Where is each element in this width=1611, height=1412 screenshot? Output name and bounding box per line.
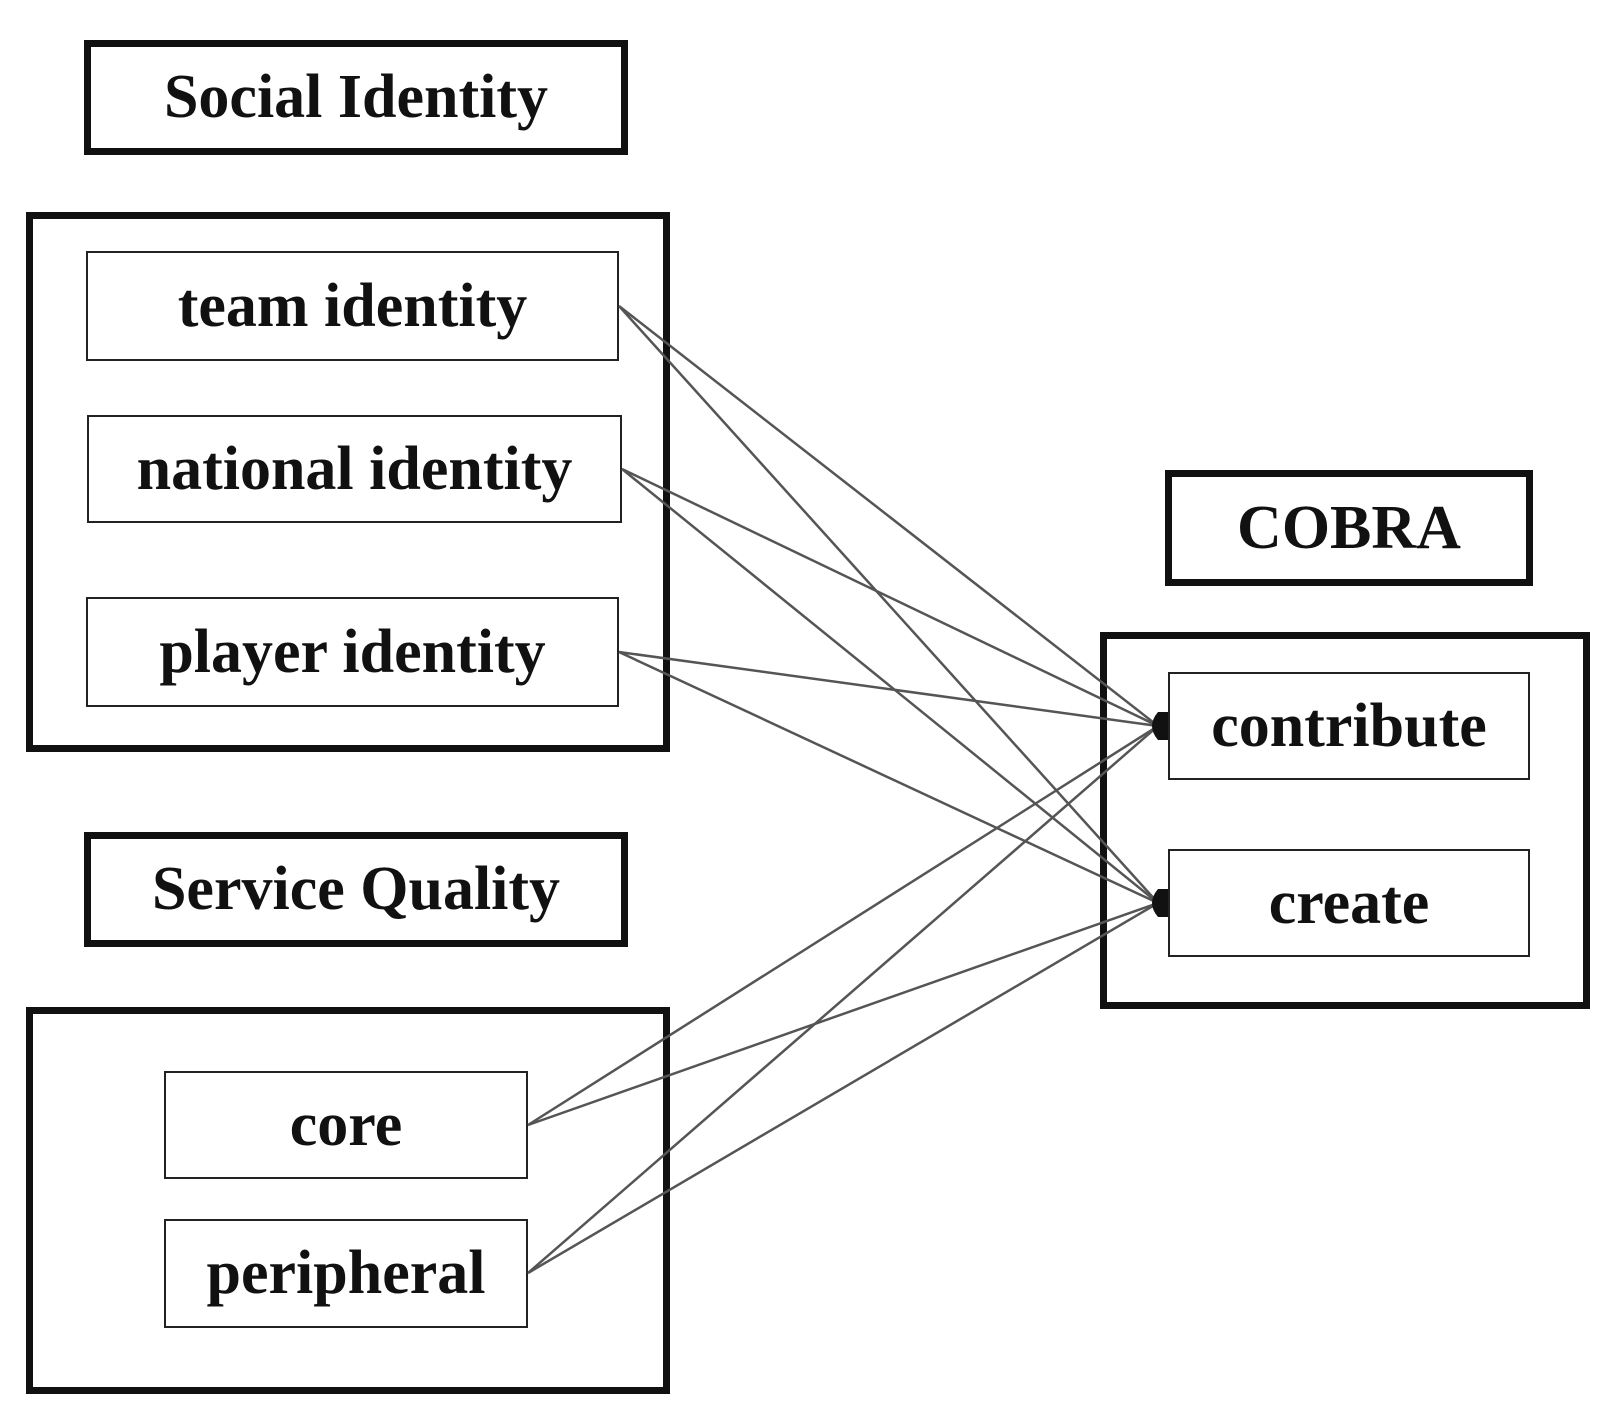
player-identity-node: player identity (86, 597, 619, 707)
team-identity-node: team identity (86, 251, 619, 361)
service-quality-heading: Service Quality (84, 832, 628, 947)
link-team-contribute (618, 305, 1159, 727)
create-node: create (1168, 849, 1530, 957)
core-node: core (164, 1071, 528, 1179)
cobra-heading: COBRA (1165, 470, 1533, 586)
link-player-create (618, 650, 1159, 905)
peripheral-node: peripheral (164, 1219, 528, 1328)
service-quality-group (26, 1007, 670, 1394)
link-national-contribute (621, 467, 1159, 728)
link-player-contribute (618, 650, 1159, 728)
contribute-node: contribute (1168, 672, 1530, 780)
national-identity-node: national identity (87, 415, 622, 523)
social-identity-heading: Social Identity (84, 40, 628, 155)
link-team-create (618, 305, 1159, 904)
link-national-create (621, 468, 1159, 904)
